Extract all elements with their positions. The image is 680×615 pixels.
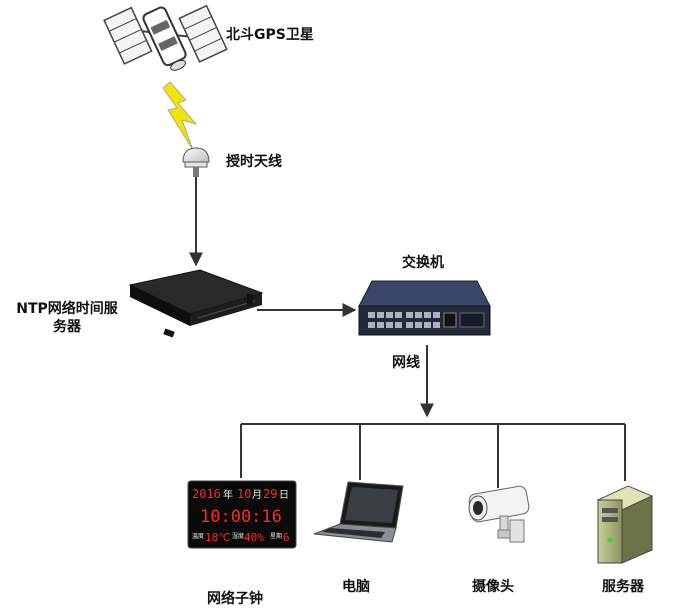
clock-month: 10 [237, 487, 251, 501]
ntp-server-label-line2: 务器 [53, 319, 81, 335]
clock-temp-value: 18℃ [205, 531, 231, 544]
clock-humidity-label: 湿度 [232, 532, 244, 540]
satellite-label: 北斗GPS卫星 [226, 27, 314, 43]
distribution-lines [240, 423, 626, 488]
cable-label: 网线 [392, 355, 420, 371]
switch-device [358, 280, 491, 336]
clock-humidity-value: 40% [244, 531, 264, 544]
clock-time: 10:00:16 [200, 507, 282, 527]
clock-label: 网络子钟 [207, 591, 263, 607]
clock-weekday-value: 6 [283, 531, 290, 544]
ntp-server-device [128, 269, 264, 338]
laptop-icon [313, 481, 404, 543]
clock-temp-label: 温度 [192, 532, 204, 540]
clock-year: 2016 [192, 487, 221, 501]
computer-label: 电脑 [342, 579, 370, 595]
ntp-server-label: NTP网络时间服 务器 [8, 300, 126, 336]
camera-icon [468, 485, 530, 543]
switch-label: 交换机 [402, 255, 444, 271]
lightning-icon [162, 81, 198, 151]
antenna-icon [182, 147, 210, 177]
camera-label: 摄像头 [472, 579, 514, 595]
ntp-server-label-line1: NTP网络时间服 [16, 301, 118, 317]
network-clock-device: 2016 年 10 月 29 日 10:00:16 温度 18℃ 湿度 40% … [187, 480, 297, 549]
clock-day-unit: 日 [279, 490, 289, 501]
server-label: 服务器 [602, 579, 644, 595]
antenna-label: 授时天线 [226, 154, 282, 170]
server-tower-icon [596, 485, 654, 564]
clock-year-unit: 年 [223, 488, 233, 501]
clock-day: 29 [263, 487, 277, 501]
clock-weekday-label: 星期 [270, 532, 282, 540]
satellite-icon [103, 4, 228, 71]
clock-month-unit: 月 [252, 489, 262, 501]
